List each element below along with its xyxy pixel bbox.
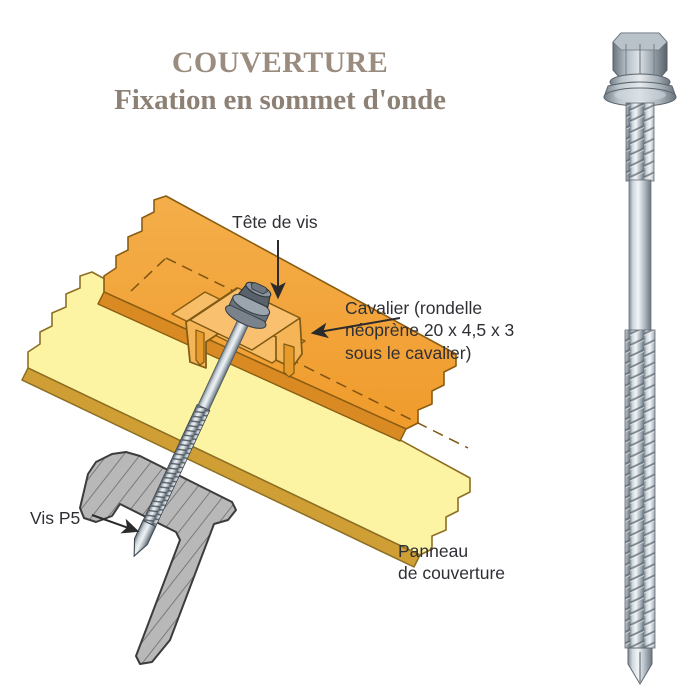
arrow-screw	[91, 514, 140, 534]
hidden-edge-lines	[130, 257, 469, 449]
smooth-shank	[628, 179, 652, 333]
title-block: COUVERTURE Fixation en sommet d'onde	[0, 46, 560, 116]
screw-assembly	[133, 281, 272, 558]
steel-z-purlin	[79, 451, 237, 665]
callout-arrows	[91, 240, 401, 534]
arrow-saddle-clip	[310, 317, 401, 339]
screw-drill-tip	[133, 519, 157, 558]
upper-thread	[625, 102, 655, 182]
label-screw-head: Tête de vis	[232, 212, 318, 232]
label-saddle-clip: Cavalier (rondelle néoprène 20 x 4,5 x 3…	[345, 298, 515, 363]
screw-head	[224, 281, 272, 329]
label-roof-panel: Panneau de couverture	[398, 541, 506, 584]
product-photo-screw	[603, 32, 677, 685]
page-subtitle: Fixation en sommet d'onde	[114, 83, 446, 116]
roof-assembly	[21, 195, 471, 665]
lower-thread	[624, 329, 656, 649]
insulation-core	[21, 271, 471, 568]
label-screw: Vis P5	[30, 508, 81, 528]
page-title: COUVERTURE	[171, 46, 389, 79]
